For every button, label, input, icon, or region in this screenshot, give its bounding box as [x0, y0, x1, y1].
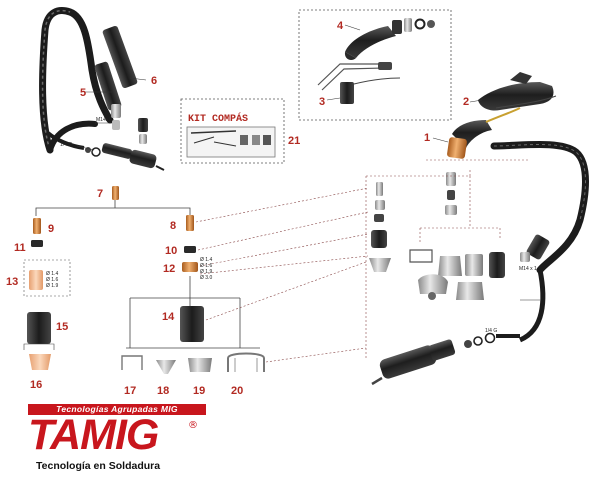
diameter-2: Ø 1.6	[46, 277, 58, 283]
cable-sleeve-part-6	[102, 25, 138, 89]
label-3: 3	[319, 96, 325, 108]
handle-part-2	[478, 72, 557, 111]
diameter-r4: Ø 3.0	[200, 275, 212, 281]
label-19: 19	[193, 385, 205, 397]
spacer-part-18	[156, 360, 176, 374]
cable-assembly-left	[39, 7, 165, 171]
registered-mark: ®	[188, 420, 198, 431]
spacer-part-19	[188, 358, 212, 372]
label-13: 13	[6, 276, 18, 288]
thread-label-quarter-right: 1/4 G	[485, 328, 497, 334]
diameter-r3: Ø 1.9	[200, 269, 212, 275]
tip-holder-part-8	[186, 215, 194, 231]
label-18: 18	[157, 385, 169, 397]
torch-assembly-right	[371, 72, 589, 386]
label-4: 4	[337, 20, 344, 32]
label-16: 16	[30, 379, 42, 391]
label-15: 15	[56, 321, 68, 333]
label-8: 8	[170, 220, 176, 232]
leader-lines-center	[195, 187, 369, 363]
label-6: 6	[151, 75, 157, 87]
leader-lines-right	[365, 159, 528, 360]
handle-part-4	[344, 18, 435, 60]
consumables-cluster-right	[369, 172, 505, 300]
label-10: 10	[165, 245, 177, 257]
contact-tip-part-7	[112, 186, 119, 200]
tamig-logo: Tecnologías Agrupadas MIG TAMIG ® Tecnol…	[22, 404, 222, 478]
insulator-part-11	[31, 240, 43, 247]
consumables-tree-left	[23, 186, 265, 374]
thread-label-m14: M14x1	[96, 117, 111, 123]
diameter-r2: Ø 1.6	[200, 263, 212, 269]
power-connector-left	[46, 131, 165, 171]
spacer-part-20	[227, 352, 265, 372]
logo-wordmark: TAMIG	[28, 411, 159, 459]
tip-holder-part-9	[33, 218, 41, 234]
thread-label-m14-right: M14 x 1	[519, 266, 537, 272]
spare-handle-box	[298, 9, 452, 121]
neck-part-3	[317, 62, 401, 104]
label-7: 7	[97, 188, 103, 200]
nozzle-part-14	[180, 306, 204, 342]
thread-label-quarter: 1/4 G	[60, 142, 72, 148]
label-17: 17	[124, 385, 136, 397]
label-14: 14	[162, 311, 175, 323]
logo-tagline: Tecnología en Soldadura	[36, 460, 161, 472]
ring-part-12	[182, 262, 198, 272]
label-21: 21	[288, 135, 300, 147]
logo-banner: Tecnologías Agrupadas MIG	[28, 404, 206, 415]
nozzle-part-15	[27, 312, 51, 344]
tip-part-13	[29, 270, 43, 290]
label-1: 1	[424, 132, 430, 144]
label-12: 12	[163, 263, 175, 275]
torch-head-part-1	[447, 107, 521, 159]
label-9: 9	[48, 223, 54, 235]
insulator-part-10	[184, 246, 196, 253]
diameter-3: Ø 1.9	[46, 283, 58, 289]
kit-title: KIT COMPÁS	[188, 111, 248, 125]
kit-compas-box	[180, 98, 285, 164]
spacer-part-17	[121, 355, 143, 370]
diameter-1: Ø 1.4	[46, 271, 58, 277]
label-5: 5	[80, 87, 86, 99]
nozzle-part-16	[29, 354, 51, 370]
power-connector-right	[371, 332, 520, 386]
torch-handle-part-5	[94, 61, 148, 144]
label-20: 20	[231, 385, 243, 397]
label-2: 2	[463, 96, 469, 108]
label-11: 11	[14, 242, 26, 254]
diameter-r1: Ø 1.4	[200, 257, 212, 263]
